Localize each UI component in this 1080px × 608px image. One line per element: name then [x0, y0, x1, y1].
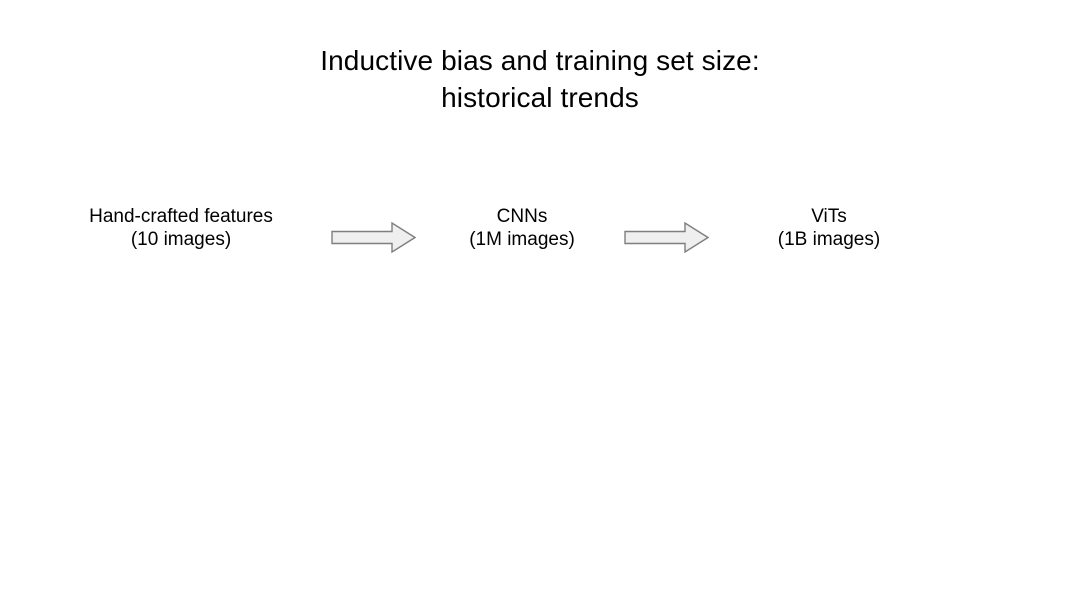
- slide-title: Inductive bias and training set size: hi…: [0, 42, 1080, 116]
- stage-scale-label: (1B images): [777, 229, 881, 250]
- stage-name-label: Hand-crafted features: [89, 206, 273, 227]
- slide-title-line-2: historical trends: [441, 82, 639, 113]
- stage-scale-label: (1M images): [469, 229, 575, 250]
- pipeline-stage-vits: ViTs (1B images): [659, 205, 999, 251]
- right-block-arrow-icon: [624, 222, 709, 253]
- right-block-arrow-icon: [331, 222, 416, 253]
- stage-name-label: CNNs: [496, 206, 548, 227]
- slide-title-line-1: Inductive bias and training set size:: [320, 45, 760, 76]
- pipeline-stage-hand-crafted-features: Hand-crafted features (10 images): [11, 205, 351, 251]
- pipeline-stage-cnns: CNNs (1M images): [352, 205, 692, 251]
- stage-scale-label: (10 images): [130, 229, 232, 250]
- stage-name-label: ViTs: [811, 206, 847, 227]
- pipeline-diagram: Hand-crafted features (10 images) CNNs (…: [0, 205, 1080, 265]
